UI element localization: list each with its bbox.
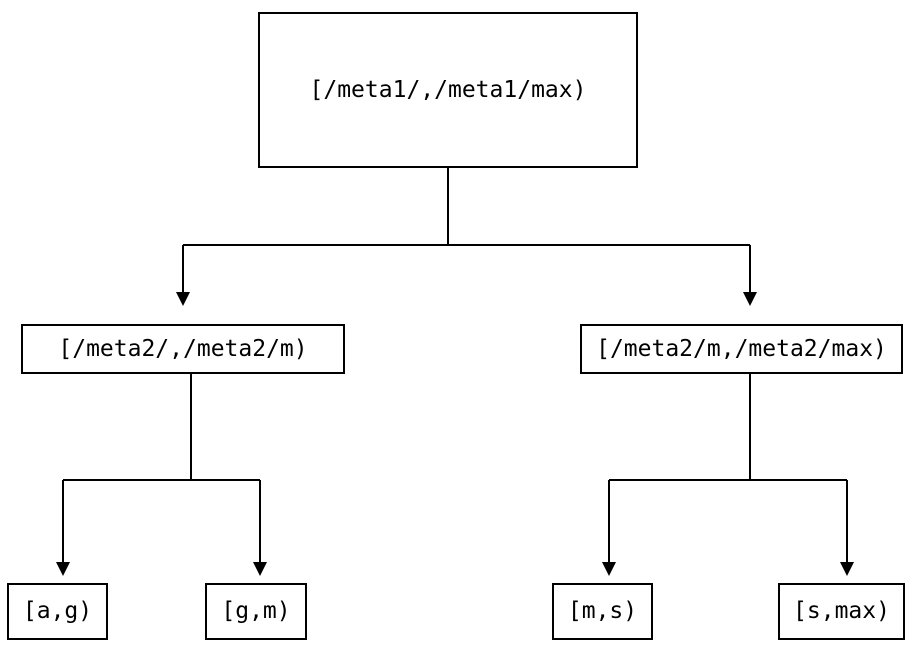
node-leaf-g-m-label: [g,m) <box>221 598 291 624</box>
node-leaf-a-g: [a,g) <box>7 583 108 640</box>
node-leaf-m-s: [m,s) <box>552 583 653 640</box>
node-level2-left-label: [/meta2/,/meta2/m) <box>58 335 308 362</box>
arrowhead-to-leaf-a-g <box>56 562 70 576</box>
arrowhead-root-to-level2-right <box>743 292 757 306</box>
arrowhead-to-leaf-g-m <box>253 562 267 576</box>
node-root: [/meta1/,/meta1/max) <box>258 12 638 168</box>
arrowhead-root-to-level2-left <box>176 292 190 306</box>
node-leaf-m-s-label: [m,s) <box>567 598 638 624</box>
node-leaf-s-max: [s,max) <box>778 583 905 640</box>
node-level2-left: [/meta2/,/meta2/m) <box>21 324 345 374</box>
arrowhead-to-leaf-s-max <box>840 562 854 576</box>
arrowhead-to-leaf-m-s <box>602 562 616 576</box>
node-leaf-a-g-label: [a,g) <box>22 598 93 624</box>
node-level2-right-label: [/meta2/m,/meta2/max) <box>596 335 887 362</box>
node-leaf-s-max-label: [s,max) <box>793 598 890 624</box>
node-leaf-g-m: [g,m) <box>205 583 307 640</box>
node-root-label: [/meta1/,/meta1/max) <box>309 76 587 103</box>
node-level2-right: [/meta2/m,/meta2/max) <box>580 324 903 374</box>
